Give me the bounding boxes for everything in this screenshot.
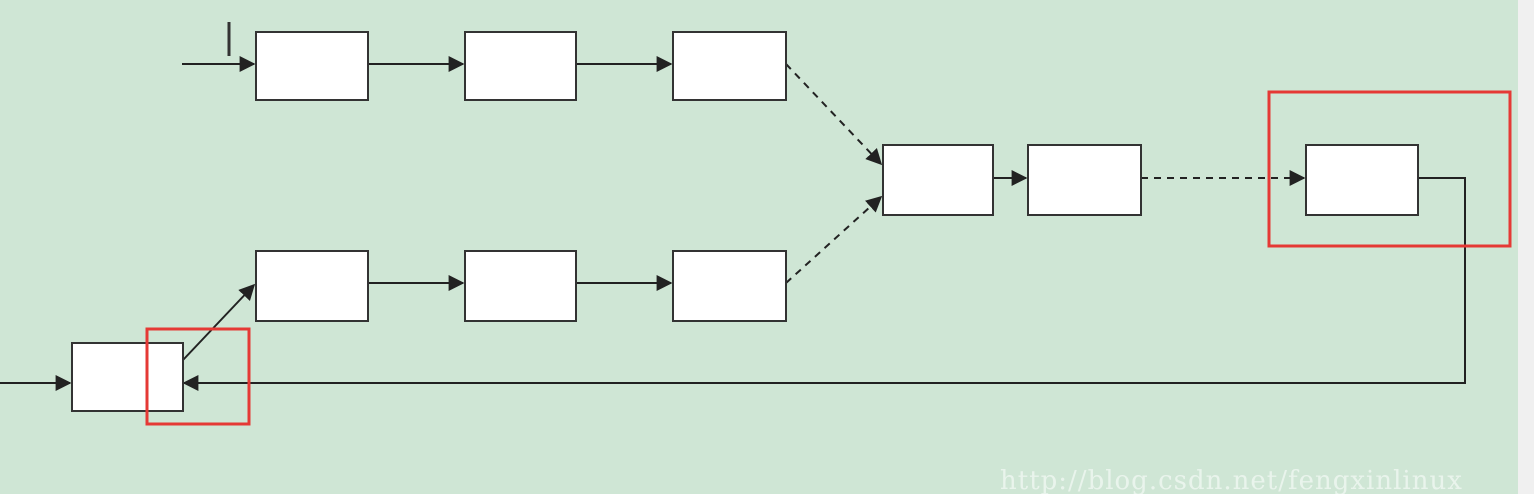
right-scrollbar-strip [1518, 0, 1534, 494]
watermark-url: http://blog.csdn.net/fengxinlinux [1000, 466, 1463, 496]
node-bottom-2 [464, 250, 577, 322]
highlight-box-tail [1267, 90, 1512, 248]
node-merge-1 [882, 144, 994, 216]
node-top-2 [464, 31, 577, 101]
node-top-3 [672, 31, 787, 101]
node-bottom-1 [255, 250, 369, 322]
edge-head-bot1 [182, 283, 256, 361]
node-merge-2 [1027, 144, 1142, 216]
node-bottom-3 [672, 250, 787, 322]
node-top-1 [255, 31, 369, 101]
edge-top3-merge-dashed [785, 63, 883, 166]
node-tail [1305, 144, 1419, 216]
edge-bot3-merge-dashed [785, 195, 883, 284]
node-head [71, 342, 184, 412]
highlight-box-head-next [145, 327, 251, 426]
edge-tail-loop-back [182, 177, 1466, 391]
